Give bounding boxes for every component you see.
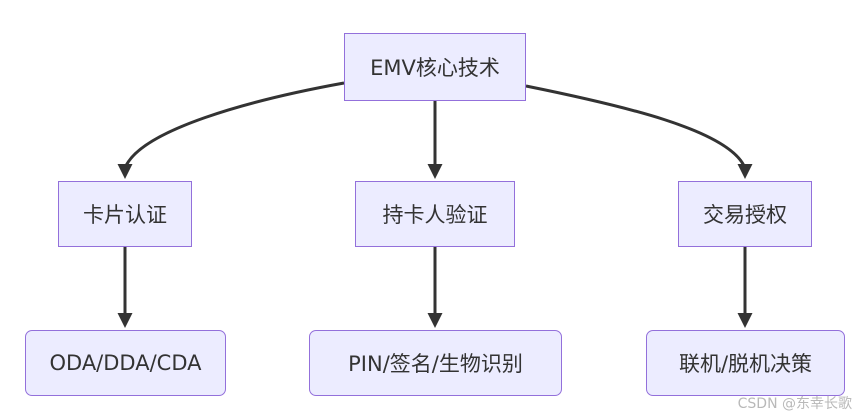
- edge-root-to-card-auth: [117, 81, 345, 179]
- branch-node-label: 卡片认证: [83, 203, 167, 227]
- branch-node-cardholder-verify: 持卡人验证: [355, 181, 515, 247]
- watermark: CSDN @东幸长歌: [737, 396, 852, 412]
- branch-node-card-auth: 卡片认证: [58, 181, 192, 247]
- branch-node-transaction-auth: 交易授权: [678, 181, 812, 247]
- leaf-node-label: PIN/签名/生物识别: [348, 352, 523, 376]
- root-node: EMV核心技术: [344, 33, 526, 101]
- leaf-node-decision: 联机/脱机决策: [646, 330, 845, 396]
- edge-root-to-transaction-auth: [525, 84, 753, 179]
- leaf-node-pin: PIN/签名/生物识别: [309, 330, 562, 396]
- leaf-node-label: 联机/脱机决策: [678, 352, 813, 376]
- branch-node-label: 持卡人验证: [382, 203, 488, 227]
- leaf-node-label: ODA/DDA/CDA: [49, 351, 202, 375]
- root-node-label: EMV核心技术: [370, 56, 500, 80]
- branch-node-label: 交易授权: [703, 203, 787, 227]
- leaf-node-oda: ODA/DDA/CDA: [25, 330, 226, 396]
